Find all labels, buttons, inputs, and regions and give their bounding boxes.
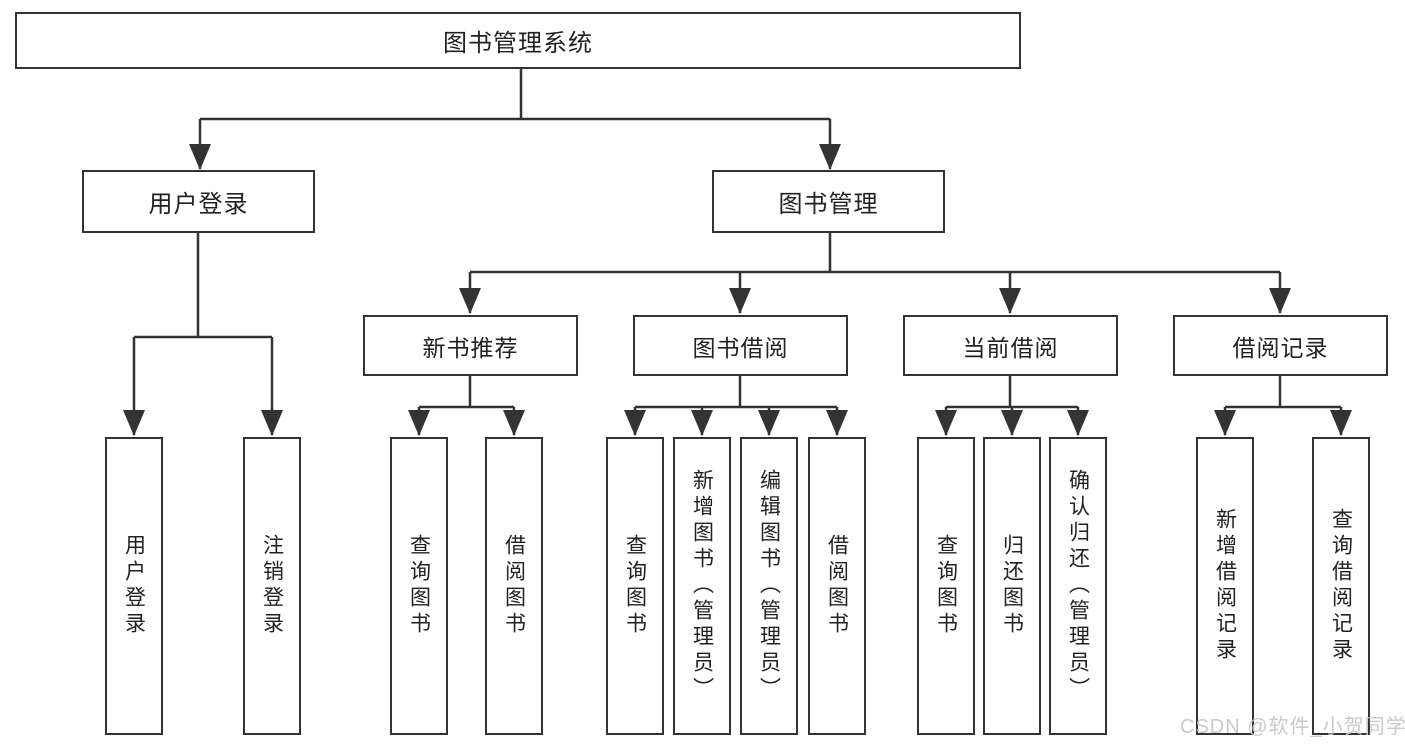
leaf-user-login-label: 用户登录: [122, 534, 146, 638]
leaf-borrowing-query-books-label: 查询图书: [623, 534, 647, 638]
node-borrowing-records-label: 借阅记录: [1232, 334, 1329, 361]
leaf-current-return-books-label: 归还图书: [1000, 534, 1024, 638]
leaf-records-add-record-label: 新增借阅记录: [1213, 508, 1237, 664]
node-book-management-label: 图书管理: [778, 191, 879, 218]
node-new-book-recommend-label: 新书推荐: [422, 334, 519, 361]
watermark: CSDN @软件_小贺同学: [1180, 716, 1405, 738]
node-new-book-recommend: 新书推荐: [363, 315, 578, 376]
leaf-borrowing-borrow-books: 借阅图书: [808, 437, 866, 735]
leaf-user-login: 用户登录: [105, 437, 163, 735]
leaf-recommend-borrow-books-label: 借阅图书: [502, 534, 526, 638]
leaf-borrowing-add-books-label: 新增图书（管理员）: [690, 469, 714, 703]
node-current-borrowing: 当前借阅: [903, 315, 1118, 376]
leaf-current-return-books: 归还图书: [983, 437, 1041, 735]
node-book-borrowing: 图书借阅: [633, 315, 848, 376]
leaf-current-query-books: 查询图书: [917, 437, 975, 735]
node-current-borrowing-label: 当前借阅: [962, 334, 1059, 361]
leaf-current-confirm-return: 确认归还（管理员）: [1049, 437, 1107, 735]
leaf-recommend-query-books-label: 查询图书: [407, 534, 431, 638]
leaf-borrowing-borrow-books-label: 借阅图书: [825, 534, 849, 638]
leaf-records-add-record: 新增借阅记录: [1196, 437, 1254, 735]
node-user-login-label: 用户登录: [148, 191, 249, 218]
leaf-logout: 注销登录: [243, 437, 301, 735]
leaf-current-query-books-label: 查询图书: [934, 534, 958, 638]
leaf-borrowing-add-books: 新增图书（管理员）: [673, 437, 731, 735]
leaf-logout-label: 注销登录: [260, 534, 284, 638]
node-root: 图书管理系统: [15, 12, 1021, 69]
leaf-borrowing-edit-books: 编辑图书（管理员）: [740, 437, 798, 735]
leaf-borrowing-edit-books-label: 编辑图书（管理员）: [757, 469, 781, 703]
node-root-label: 图书管理系统: [443, 30, 593, 57]
leaf-records-query-record: 查询借阅记录: [1312, 437, 1370, 735]
leaf-records-query-record-label: 查询借阅记录: [1329, 508, 1353, 664]
leaf-borrowing-query-books: 查询图书: [606, 437, 664, 735]
node-borrowing-records: 借阅记录: [1173, 315, 1388, 376]
node-book-management: 图书管理: [712, 170, 945, 233]
node-book-borrowing-label: 图书借阅: [692, 334, 789, 361]
leaf-recommend-query-books: 查询图书: [390, 437, 448, 735]
node-user-login: 用户登录: [82, 170, 315, 233]
leaf-recommend-borrow-books: 借阅图书: [485, 437, 543, 735]
leaf-current-confirm-return-label: 确认归还（管理员）: [1066, 469, 1090, 703]
